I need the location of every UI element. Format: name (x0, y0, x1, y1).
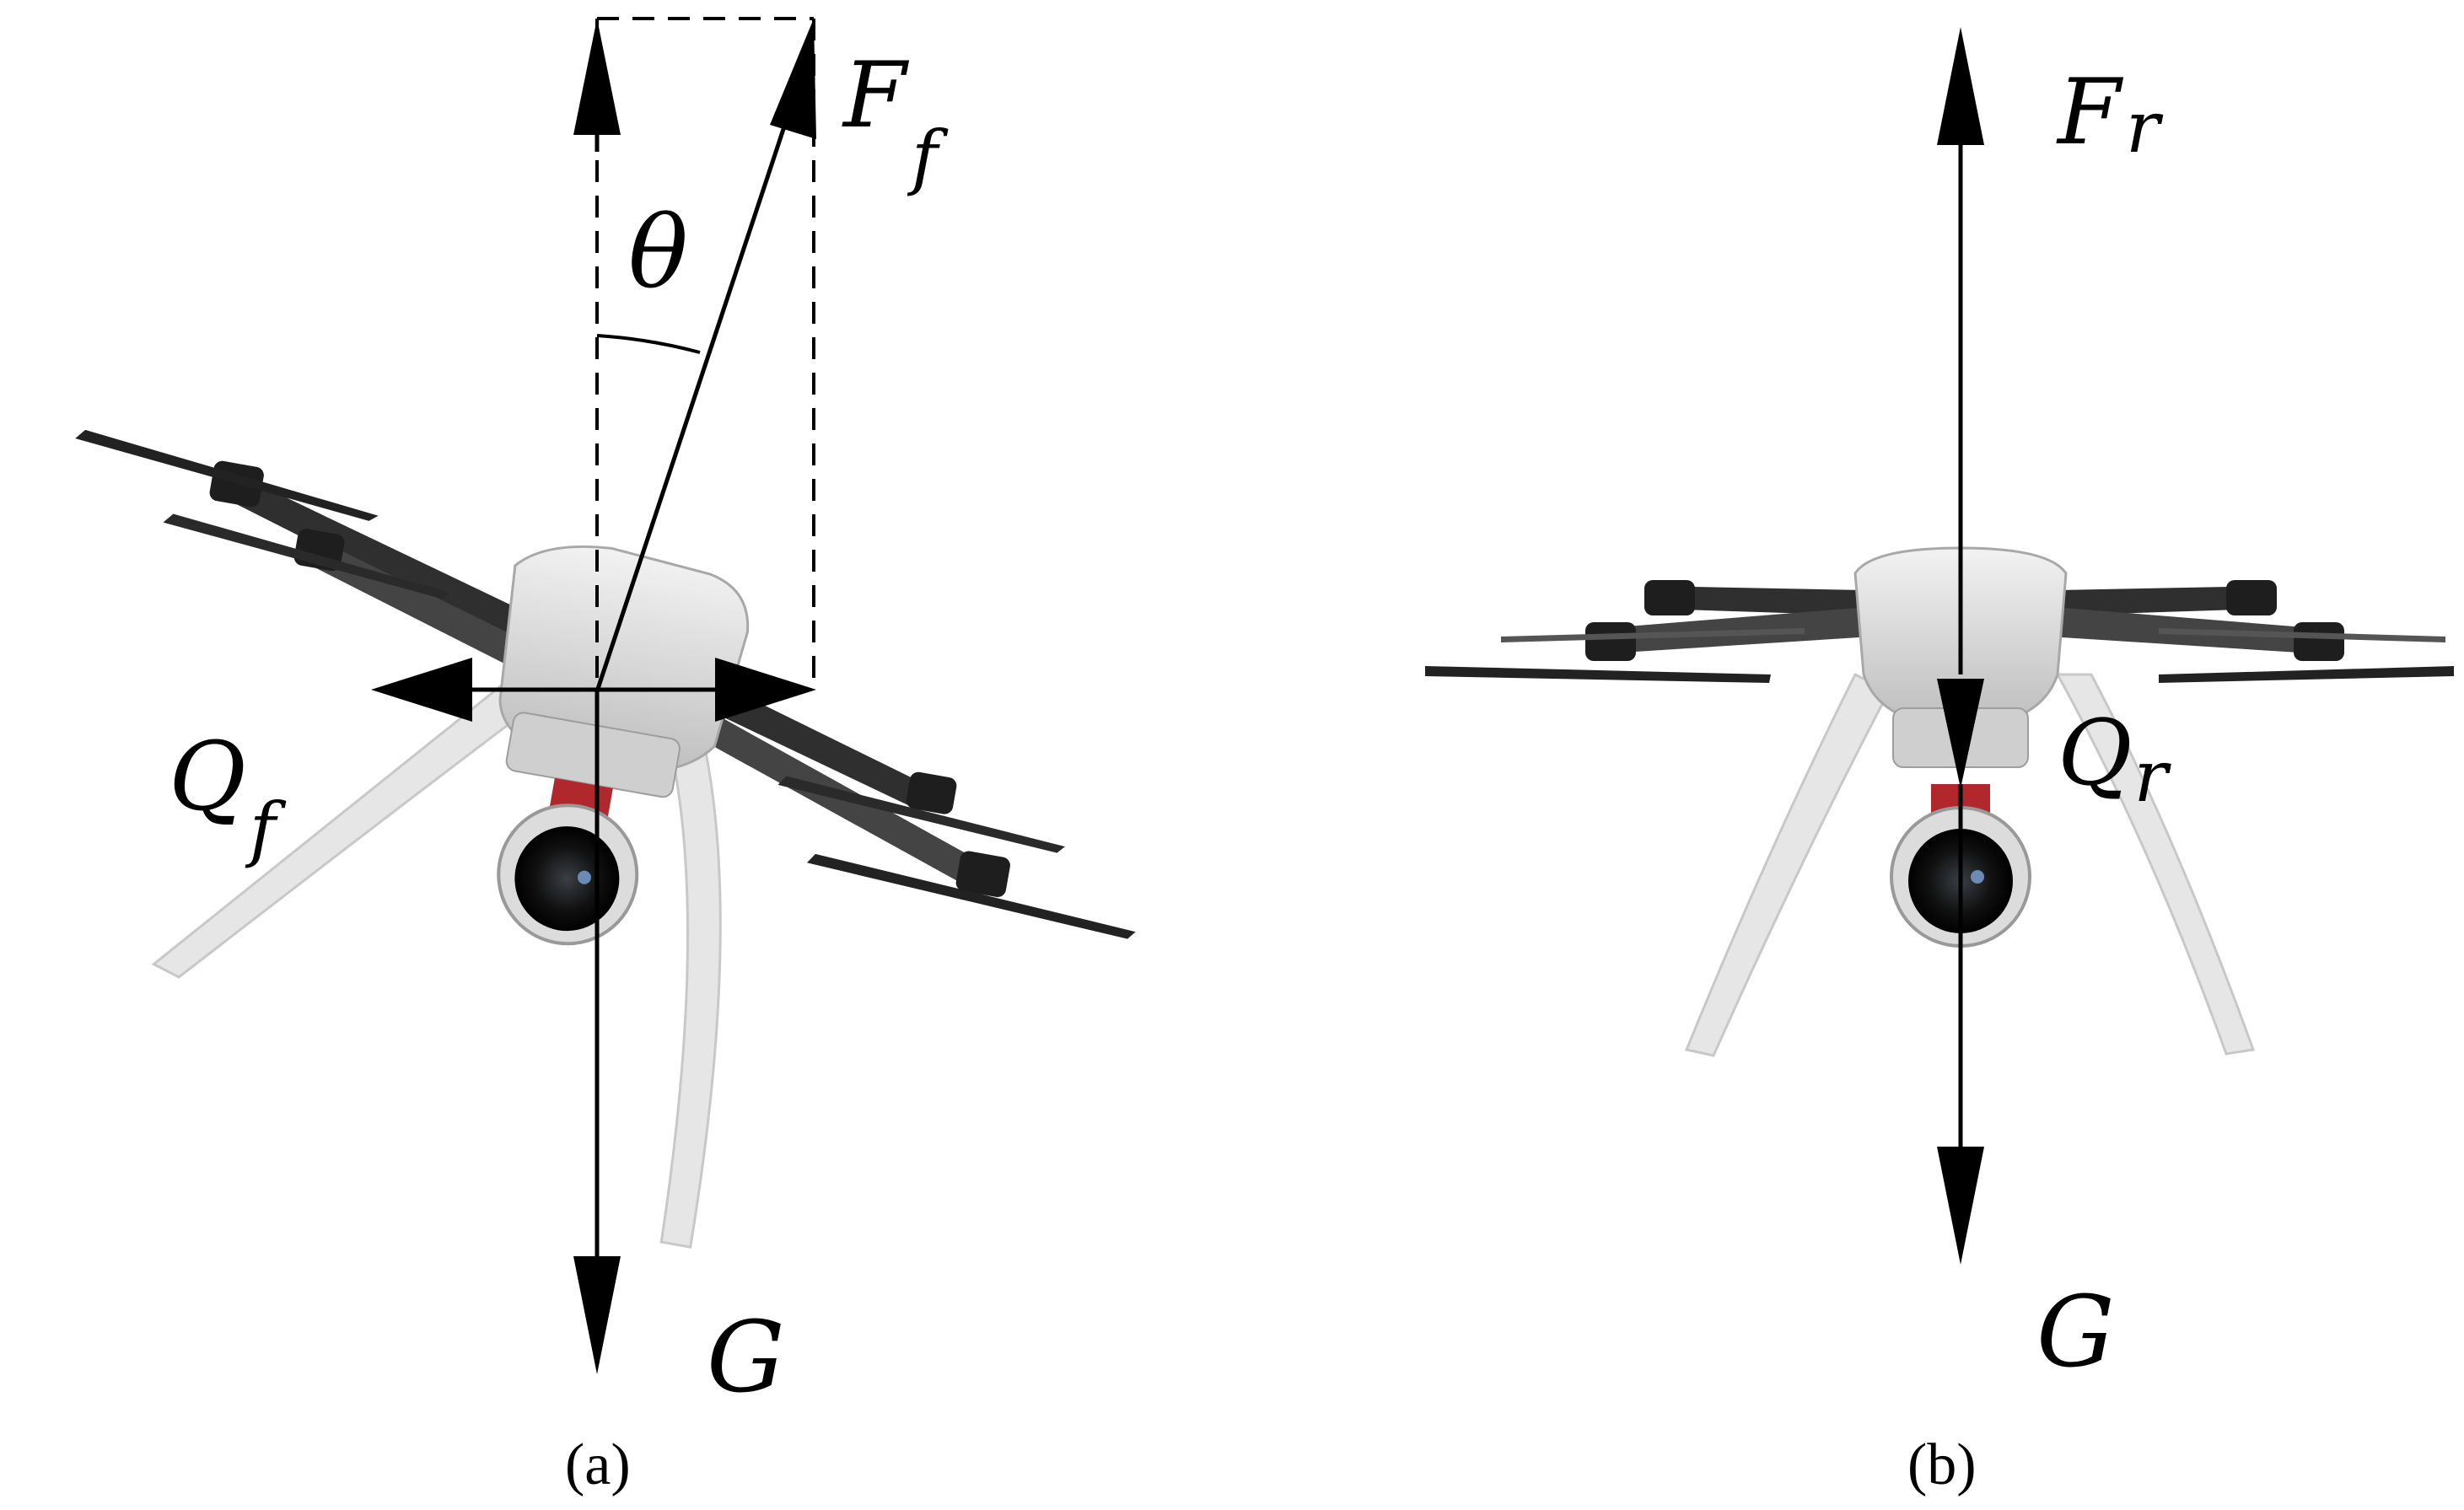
propeller-1 (75, 429, 379, 521)
drone-arm-back-left (227, 473, 548, 655)
drone-arm-back-left-b (1653, 586, 1864, 615)
drone-leg-left (151, 674, 535, 979)
motor-b4 (2294, 622, 2344, 661)
lens-glint (577, 870, 591, 884)
propeller-b3 (2159, 628, 2445, 642)
motor-b3 (2226, 580, 2277, 615)
propeller-4 (806, 853, 1136, 939)
label-G-b: G (2036, 1276, 2115, 1389)
thrust-arrow-Fr (1937, 27, 1984, 674)
propeller-2 (163, 513, 451, 599)
lens-glint-b (1971, 870, 1984, 884)
label-theta: θ (628, 194, 688, 310)
drone-leg-right (659, 716, 722, 1249)
label-G-a: G (707, 1301, 785, 1415)
panel-a: Ff θ Qf G (a) (75, 17, 1136, 1497)
drone-level-illustration (1425, 546, 2454, 1057)
horizontal-arrow-right-head (715, 658, 816, 722)
propeller-3 (777, 776, 1065, 853)
caption-b: (b) (1907, 1432, 1977, 1497)
caption-a: (a) (565, 1432, 631, 1497)
propeller-b1 (1425, 666, 1771, 683)
drag-arrow-Qr (1937, 679, 1984, 788)
label-Fr: Fr (2056, 60, 2164, 169)
drone-tilted-illustration (75, 429, 1136, 1249)
label-Ff: Ff (842, 43, 949, 198)
gravity-arrow-b (1937, 784, 1984, 1265)
propeller-b2 (1501, 628, 1805, 642)
motor-b1 (1644, 580, 1695, 615)
gravity-arrow-a (573, 691, 621, 1374)
label-Qf: Qf (169, 723, 287, 870)
angle-arc-theta (596, 334, 701, 354)
panel-b: Fr Qr G (b) (1425, 27, 2454, 1497)
drone-arm-back-right-b (2058, 586, 2268, 615)
thrust-arrow-Ff (594, 19, 816, 692)
motor-b2 (1585, 622, 1636, 661)
vertical-thrust-component-arrow (573, 19, 621, 152)
motor-4 (955, 851, 1010, 898)
motor-3 (906, 771, 957, 814)
label-Qr: Qr (2058, 701, 2172, 818)
horizontal-force-arrows (371, 658, 816, 722)
propeller-b4 (2159, 666, 2454, 683)
drag-arrow-left-head (371, 658, 472, 722)
camera-lens (514, 826, 620, 932)
drone-leg-left-b (1684, 672, 1891, 1057)
drone-leg-right-b (2055, 673, 2256, 1056)
